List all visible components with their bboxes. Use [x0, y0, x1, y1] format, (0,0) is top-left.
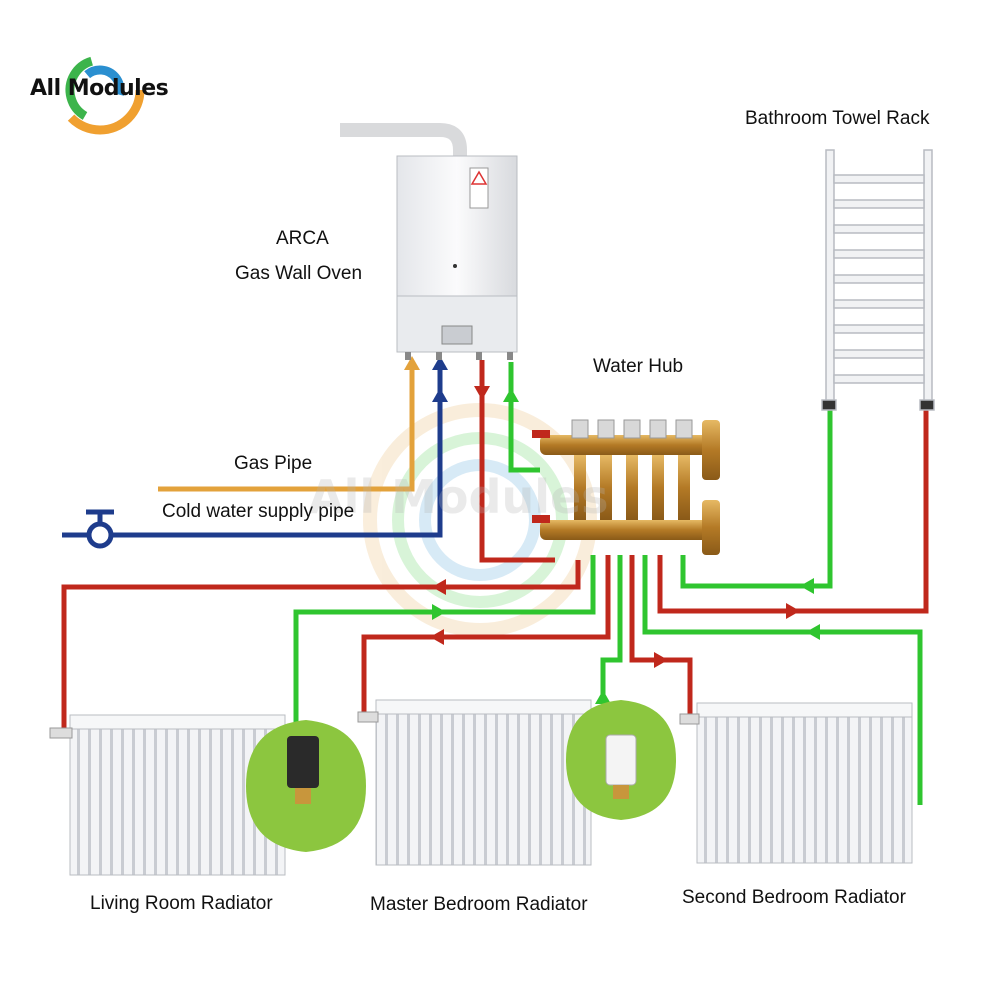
boiler-label-line2: Gas Wall Oven: [235, 263, 363, 284]
master-bedroom-radiator: [357, 699, 592, 866]
living-room-radiator-label: Living Room Radiator: [90, 893, 273, 914]
gas-pipe: [158, 368, 415, 492]
boiler-label-line1: ARCA: [276, 228, 329, 249]
cold-water-pipe: [62, 368, 443, 538]
bathroom-towel-rack: [821, 149, 935, 411]
towel-rack-label: Bathroom Towel Rack: [745, 108, 930, 129]
brand-name: All Modules: [30, 76, 169, 101]
cold-water-label: Cold water supply pipe: [162, 501, 355, 522]
second-bedroom-radiator: [679, 702, 913, 864]
thermostat-valve-black: [246, 720, 366, 852]
all-modules-logo: [55, 45, 145, 135]
thermostat-valve-white: [566, 700, 676, 820]
second-bedroom-radiator-label: Second Bedroom Radiator: [682, 887, 906, 908]
water-valve-icon: [86, 509, 114, 549]
gas-wall-oven: [340, 123, 518, 360]
water-hub-label: Water Hub: [593, 356, 684, 377]
master-bedroom-radiator-label: Master Bedroom Radiator: [370, 894, 588, 915]
water-hub-manifold: [532, 419, 720, 555]
flow-arrows: [430, 578, 820, 704]
watermark-text: All Modules: [308, 470, 609, 524]
gas-pipe-label: Gas Pipe: [234, 453, 313, 474]
